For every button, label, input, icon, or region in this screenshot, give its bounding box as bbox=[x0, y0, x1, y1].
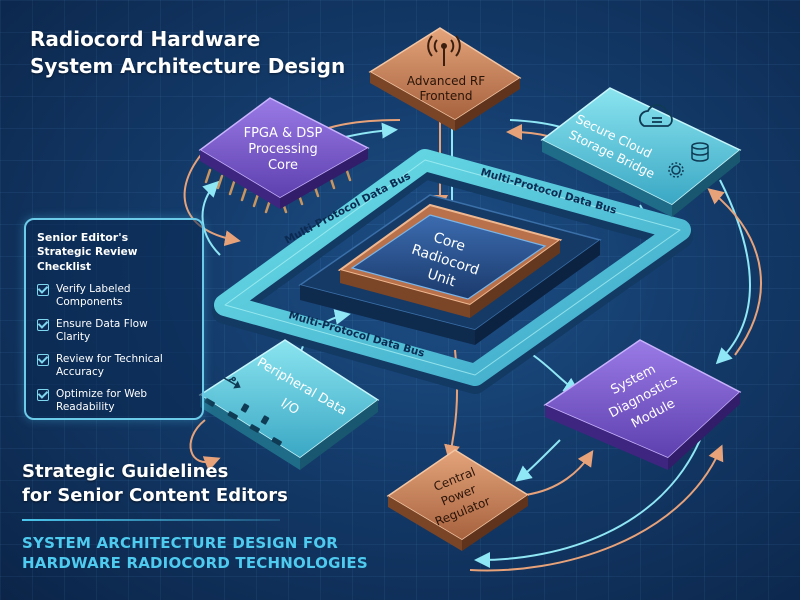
review-checklist: Senior Editor's Strategic Review Checkli… bbox=[24, 218, 204, 420]
fpga-label-1: FPGA & DSP bbox=[244, 126, 323, 141]
cloud-bridge-module: Secure Cloud Storage Bridge bbox=[540, 87, 742, 217]
link-power-diag bbox=[524, 450, 594, 496]
link-power-bottom bbox=[469, 444, 724, 572]
database-icon bbox=[691, 142, 709, 162]
check-icon bbox=[37, 319, 49, 331]
checklist-item-line: Optimize for Web bbox=[56, 388, 148, 400]
usb-icon bbox=[223, 376, 241, 389]
guidelines-line-2: for Senior Content Editors bbox=[22, 485, 288, 506]
checklist-item-line: Components bbox=[56, 296, 123, 308]
title-line-2: System Architecture Design bbox=[30, 54, 346, 78]
port-icon bbox=[204, 398, 282, 446]
peripheral-io-module: Peripheral Data I/O bbox=[198, 339, 380, 470]
link-fpga-left bbox=[183, 149, 241, 247]
link-left-fpga bbox=[201, 180, 221, 256]
checklist-items: Verify Labeled Components Ensure Data Fl… bbox=[37, 283, 192, 414]
link-peripheral-left bbox=[189, 419, 221, 472]
guidelines-line-1: Strategic Guidelines bbox=[22, 461, 229, 482]
check-icon bbox=[37, 389, 49, 401]
checklist-item: Review for Technical Accuracy bbox=[37, 353, 192, 379]
checklist-item-line: Readability bbox=[56, 401, 115, 413]
subtitle-line-2: HARDWARE RADIOCORD TECHNOLOGIES bbox=[22, 554, 368, 572]
fpga-dsp-module: FPGA & DSP Processing Core bbox=[198, 97, 370, 214]
checklist-item-line: Clarity bbox=[56, 331, 91, 343]
link-cloud-right bbox=[715, 179, 751, 365]
title-line-1: Radiocord Hardware bbox=[30, 27, 261, 51]
link-right-cloud bbox=[707, 188, 762, 356]
checklist-item-text: Optimize for Web Readability bbox=[56, 388, 147, 414]
guidelines-heading: Strategic Guidelines for Senior Content … bbox=[22, 460, 288, 508]
rf-frontend-module: Advanced RF Frontend bbox=[368, 27, 522, 131]
checklist-item-line: Ensure Data Flow bbox=[56, 318, 148, 330]
checklist-item-line: Review for Technical bbox=[56, 353, 163, 365]
checklist-item-text: Verify Labeled Components bbox=[56, 283, 131, 309]
core-radiocord-unit: Core Radiocord Unit bbox=[337, 203, 563, 318]
check-icon bbox=[37, 284, 49, 296]
checklist-item-text: Review for Technical Accuracy bbox=[56, 353, 163, 379]
checklist-item: Verify Labeled Components bbox=[37, 283, 192, 309]
checklist-item-text: Ensure Data Flow Clarity bbox=[56, 318, 148, 344]
cloud-icon bbox=[638, 104, 673, 127]
page-title: Radiocord Hardware System Architecture D… bbox=[30, 26, 345, 80]
fpga-label-2: Processing bbox=[248, 142, 317, 157]
link-bottom-power bbox=[474, 439, 701, 568]
footer-divider bbox=[22, 519, 280, 521]
checklist-title-line-1: Senior Editor's bbox=[37, 231, 129, 244]
power-regulator-module: Central Power Regulator bbox=[386, 449, 530, 551]
footer-subtitle: SYSTEM ARCHITECTURE DESIGN FOR HARDWARE … bbox=[22, 533, 368, 573]
checklist-item: Ensure Data Flow Clarity bbox=[37, 318, 192, 344]
checklist-item-line: Accuracy bbox=[56, 366, 104, 378]
diagnostics-module: System Diagnostics Module bbox=[543, 339, 742, 470]
rf-frontend-label-1: Advanced RF bbox=[407, 74, 485, 88]
subtitle-line-1: SYSTEM ARCHITECTURE DESIGN FOR bbox=[22, 534, 339, 552]
checklist-title-line-2: Strategic Review Checklist bbox=[37, 246, 138, 273]
rf-frontend-label-2: Frontend bbox=[420, 89, 473, 103]
link-diag-power bbox=[515, 439, 561, 482]
gear-icon bbox=[668, 162, 684, 178]
check-icon bbox=[37, 354, 49, 366]
fpga-label-3: Core bbox=[268, 158, 298, 173]
checklist-item: Optimize for Web Readability bbox=[37, 388, 192, 414]
data-bus-ring bbox=[212, 149, 693, 394]
checklist-item-line: Verify Labeled bbox=[56, 283, 131, 295]
checklist-title: Senior Editor's Strategic Review Checkli… bbox=[37, 230, 192, 275]
antenna-icon bbox=[427, 35, 461, 66]
